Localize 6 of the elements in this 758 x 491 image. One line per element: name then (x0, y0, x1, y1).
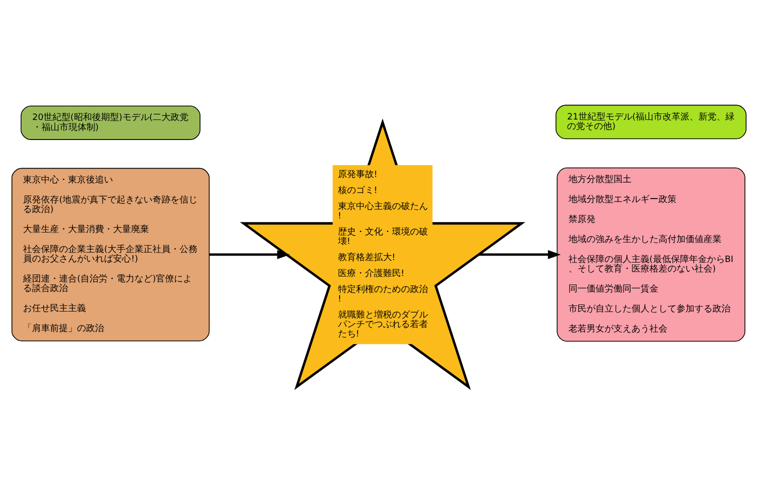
node-box: 地方分散型国土 地域分散型エネルギー政策 禁原発 地域の強みを生かした高付加価値産業 社会保障の個人主義(最低保障年金からBI、そして教育・医療格差のない社会) 同一価値労働同一賃金 市民が自立した個人として参加する政治 老若男女が支えあう社会 (556, 167, 746, 342)
arrow (209, 250, 290, 259)
node-box: 東京中心・東京後追い 原発依存(地震が真下で起きない奇跡を信じる政治) 大量生産・大量消費・大量廃棄 社会保障の企業主義(大手企業正社員・公務員のお父さんがいれば安心!) 経団連・連合(自治労・電力など)官僚による談合政治 お任せ民主主義 「肩車前提」の政治 (12, 167, 210, 341)
node-box: 20世紀型(昭和後期型)モデル(二大政党・福山市現体制) (20, 105, 200, 140)
node-box: 21世紀型モデル(福山市改革派、新党、緑の党その他) (556, 104, 746, 139)
arrow (478, 250, 561, 259)
